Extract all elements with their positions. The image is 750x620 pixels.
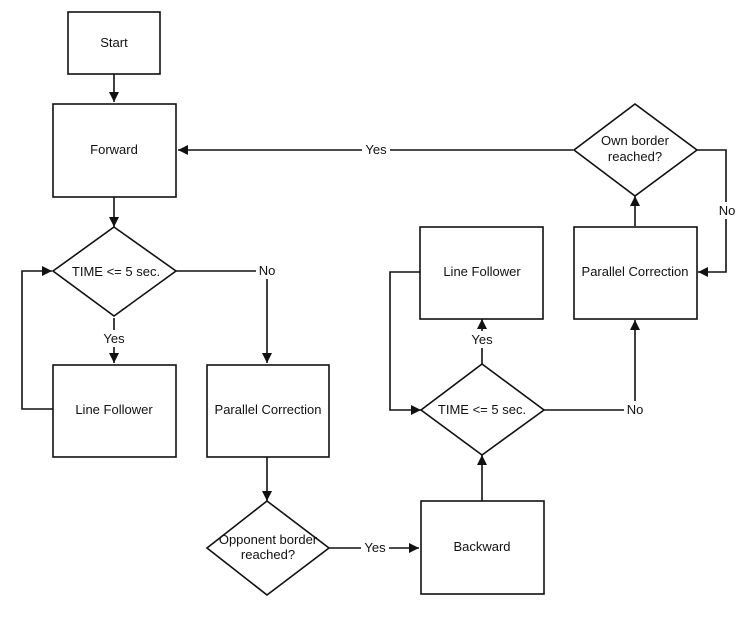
edge-labels: Yes No Yes No Yes Yes No <box>100 141 738 556</box>
edge-label-own-border-no: No <box>719 203 736 218</box>
node-time-check-right: TIME <= 5 sec. <box>419 363 546 456</box>
node-backward-label: Backward <box>453 539 510 554</box>
node-time-check-left: TIME <= 5 sec. <box>51 226 178 317</box>
edge-line-follower-right-loop <box>389 271 421 415</box>
node-opponent-border-line2: reached? <box>241 547 295 562</box>
edge-time-right-no <box>544 320 640 411</box>
node-own-border: Own border reached? <box>572 103 699 197</box>
edge-line-follower-left-loop <box>21 266 53 410</box>
node-parallel-correction-right-label: Parallel Correction <box>582 264 689 279</box>
node-parallel-correction-right: Parallel Correction <box>573 226 698 320</box>
node-opponent-border: Opponent border reached? <box>205 499 331 597</box>
node-own-border-line2: reached? <box>608 149 662 164</box>
edge-label-time-right-yes: Yes <box>471 332 493 347</box>
node-line-follower-left-label: Line Follower <box>75 402 153 417</box>
node-time-check-right-label: TIME <= 5 sec. <box>438 402 526 417</box>
edge-label-own-border-yes: Yes <box>365 142 387 157</box>
edge-label-opponent-yes: Yes <box>364 540 386 555</box>
edge-time-left-no <box>176 270 272 363</box>
node-opponent-border-line1: Opponent border <box>219 532 318 547</box>
edge-label-time-left-yes: Yes <box>103 331 125 346</box>
node-backward: Backward <box>420 500 545 595</box>
node-time-check-left-label: TIME <= 5 sec. <box>72 264 160 279</box>
node-line-follower-right-label: Line Follower <box>443 264 521 279</box>
node-forward: Forward <box>52 103 177 198</box>
node-parallel-correction-left-label: Parallel Correction <box>215 402 322 417</box>
node-forward-label: Forward <box>90 142 138 157</box>
edge-label-time-left-no: No <box>259 263 276 278</box>
node-line-follower-right: Line Follower <box>419 226 544 320</box>
node-own-border-line1: Own border <box>601 133 670 148</box>
node-start: Start <box>67 11 161 75</box>
node-line-follower-left: Line Follower <box>52 364 177 458</box>
node-start-label: Start <box>100 35 128 50</box>
node-parallel-correction-left: Parallel Correction <box>206 364 330 458</box>
edge-label-time-right-no: No <box>627 402 644 417</box>
